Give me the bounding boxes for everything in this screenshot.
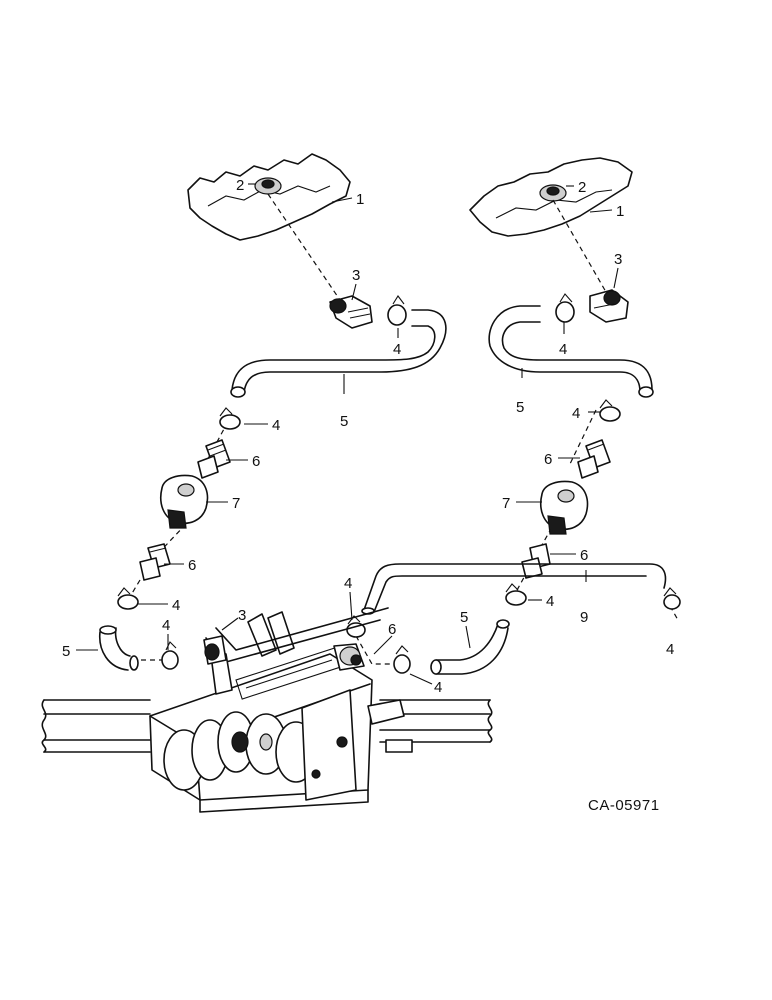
left-upper-hose [230,309,447,398]
callout-4-left-mid: 4 [272,417,280,434]
callout-3-right: 3 [614,251,622,268]
callout-1-left: 1 [356,191,364,208]
callout-2-right: 2 [578,179,586,196]
callout-7-left: 7 [232,495,240,512]
right-tee-fitting [540,480,589,535]
callout-4-left-lower: 4 [172,597,180,614]
callout-2-left: 2 [236,177,244,194]
right-lower-adapter [521,543,551,579]
left-panel-fragment [187,153,351,241]
lower-right-hose [430,619,510,675]
long-tube [361,563,667,615]
callout-6-right-lower: 6 [580,547,588,564]
right-mid-hose-clamp [599,399,621,422]
callout-4-valve-side: 4 [344,575,352,592]
callout-3-left: 3 [352,267,360,284]
callout-4-right-lower: 4 [546,593,554,610]
right-upper-hose-clamp [555,293,575,323]
callout-4-far-right: 4 [666,641,674,658]
callout-labels: 2 1 3 4 5 4 6 7 6 4 4 5 3 2 1 3 4 5 4 6 … [62,177,674,696]
callout-leaders [76,183,619,685]
control-valve-assembly [149,607,413,813]
right-lower-hose-clamp [505,583,527,606]
left-upper-adapter [197,439,231,479]
left-upper-elbow-fitting [329,295,373,329]
callout-4-right-upper: 4 [559,341,567,358]
left-grommet [254,177,282,195]
callout-5-left-lower: 5 [62,643,70,660]
left-lower-adapter [139,543,171,581]
callout-4-lower-mid: 4 [434,679,442,696]
left-tee-fitting [160,474,209,529]
callout-6-valve: 6 [388,621,396,638]
far-right-hose-clamp [663,587,681,610]
left-lower-hose [99,625,139,671]
callout-4-left-upper: 4 [393,341,401,358]
callout-6-right-upper: 6 [544,451,552,468]
callout-6-left-upper: 6 [252,453,260,470]
callout-4-left-bottom: 4 [162,617,170,634]
callout-5-right-upper: 5 [516,399,524,416]
callout-5-lower-right: 5 [460,609,468,626]
callout-1-right: 1 [616,203,624,220]
left-lower-second-clamp [161,641,179,670]
right-upper-adapter [577,439,611,479]
callout-6-left-lower: 6 [188,557,196,574]
callout-3-valve: 3 [238,607,246,624]
left-upper-hose-clamp [387,295,407,326]
lower-mid-hose-clamp [393,645,411,674]
assembly-center-lines [127,193,679,665]
right-upper-hose [488,305,654,398]
right-upper-elbow-fitting [589,289,629,323]
right-grommet [539,184,567,202]
callout-9: 9 [580,609,588,626]
callout-5-left-upper: 5 [340,413,348,430]
left-lower-hose-clamp [117,587,139,610]
callout-4-right-mid: 4 [572,405,580,422]
drawing-code: CA-05971 [588,797,660,814]
valve-side-hose-clamp [346,615,366,638]
callout-7-right: 7 [502,495,510,512]
left-mid-hose-clamp [219,407,241,430]
